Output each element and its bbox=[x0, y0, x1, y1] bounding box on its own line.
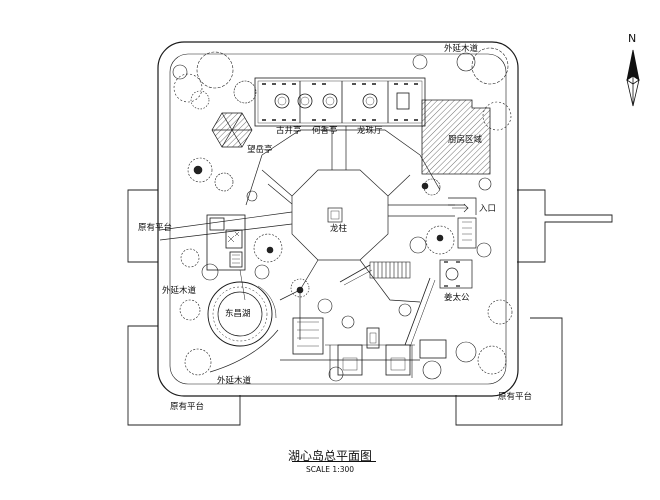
label-outer-boardwalk-left: 外延木道 bbox=[162, 286, 197, 296]
island-outline bbox=[157, 41, 519, 397]
bottom-buildings bbox=[292, 317, 447, 378]
original-platforms bbox=[127, 189, 613, 426]
dongchang-lake-pavilion bbox=[207, 281, 277, 347]
label-dongchang-lake: 东昌湖 bbox=[225, 309, 251, 319]
north-label: N bbox=[628, 32, 637, 45]
stair-band bbox=[339, 261, 411, 286]
label-hexiang-pavilion: 何香亭 bbox=[312, 126, 338, 136]
label-outer-boardwalk-bottom: 外延木道 bbox=[217, 376, 252, 386]
label-longzhu-hall: 龙珠厅 bbox=[357, 126, 383, 136]
label-gujing-pavilion: 古井亭 bbox=[276, 126, 302, 136]
drawing-title: 湖心岛总平面图 bbox=[287, 449, 372, 463]
central-octagon bbox=[291, 169, 389, 261]
kitchen-area bbox=[421, 99, 491, 175]
label-original-platform-left: 原有平台 bbox=[138, 223, 173, 233]
platform-right bbox=[517, 189, 613, 263]
label-original-platform-bottom-right: 原有平台 bbox=[498, 392, 533, 402]
vegetation bbox=[172, 47, 513, 382]
left-building bbox=[206, 214, 246, 301]
platform-bottom-right bbox=[455, 317, 563, 426]
label-jiang-taigong: 姜太公 bbox=[444, 293, 470, 303]
drawing-scale: SCALE 1:300 bbox=[305, 465, 355, 474]
label-entrance: 入口 bbox=[479, 204, 497, 214]
wangyue-pavilion-roof bbox=[211, 112, 253, 148]
entrance-building bbox=[448, 197, 477, 249]
north-arrow-icon bbox=[626, 49, 640, 107]
platform-left bbox=[127, 189, 158, 263]
label-kitchen-area: 厨房区域 bbox=[448, 135, 483, 145]
label-wangyue-pavilion: 望岳亭 bbox=[247, 145, 273, 155]
label-outer-boardwalk-top: 外延木道 bbox=[444, 44, 479, 54]
label-dragon-pillar: 龙柱 bbox=[330, 224, 348, 234]
top-buildings bbox=[254, 77, 426, 127]
jiangtaigong-building bbox=[404, 259, 473, 348]
title-underline bbox=[292, 461, 376, 462]
label-original-platform-bottom-left: 原有平台 bbox=[170, 402, 205, 412]
platform-bottom-left bbox=[127, 325, 241, 426]
